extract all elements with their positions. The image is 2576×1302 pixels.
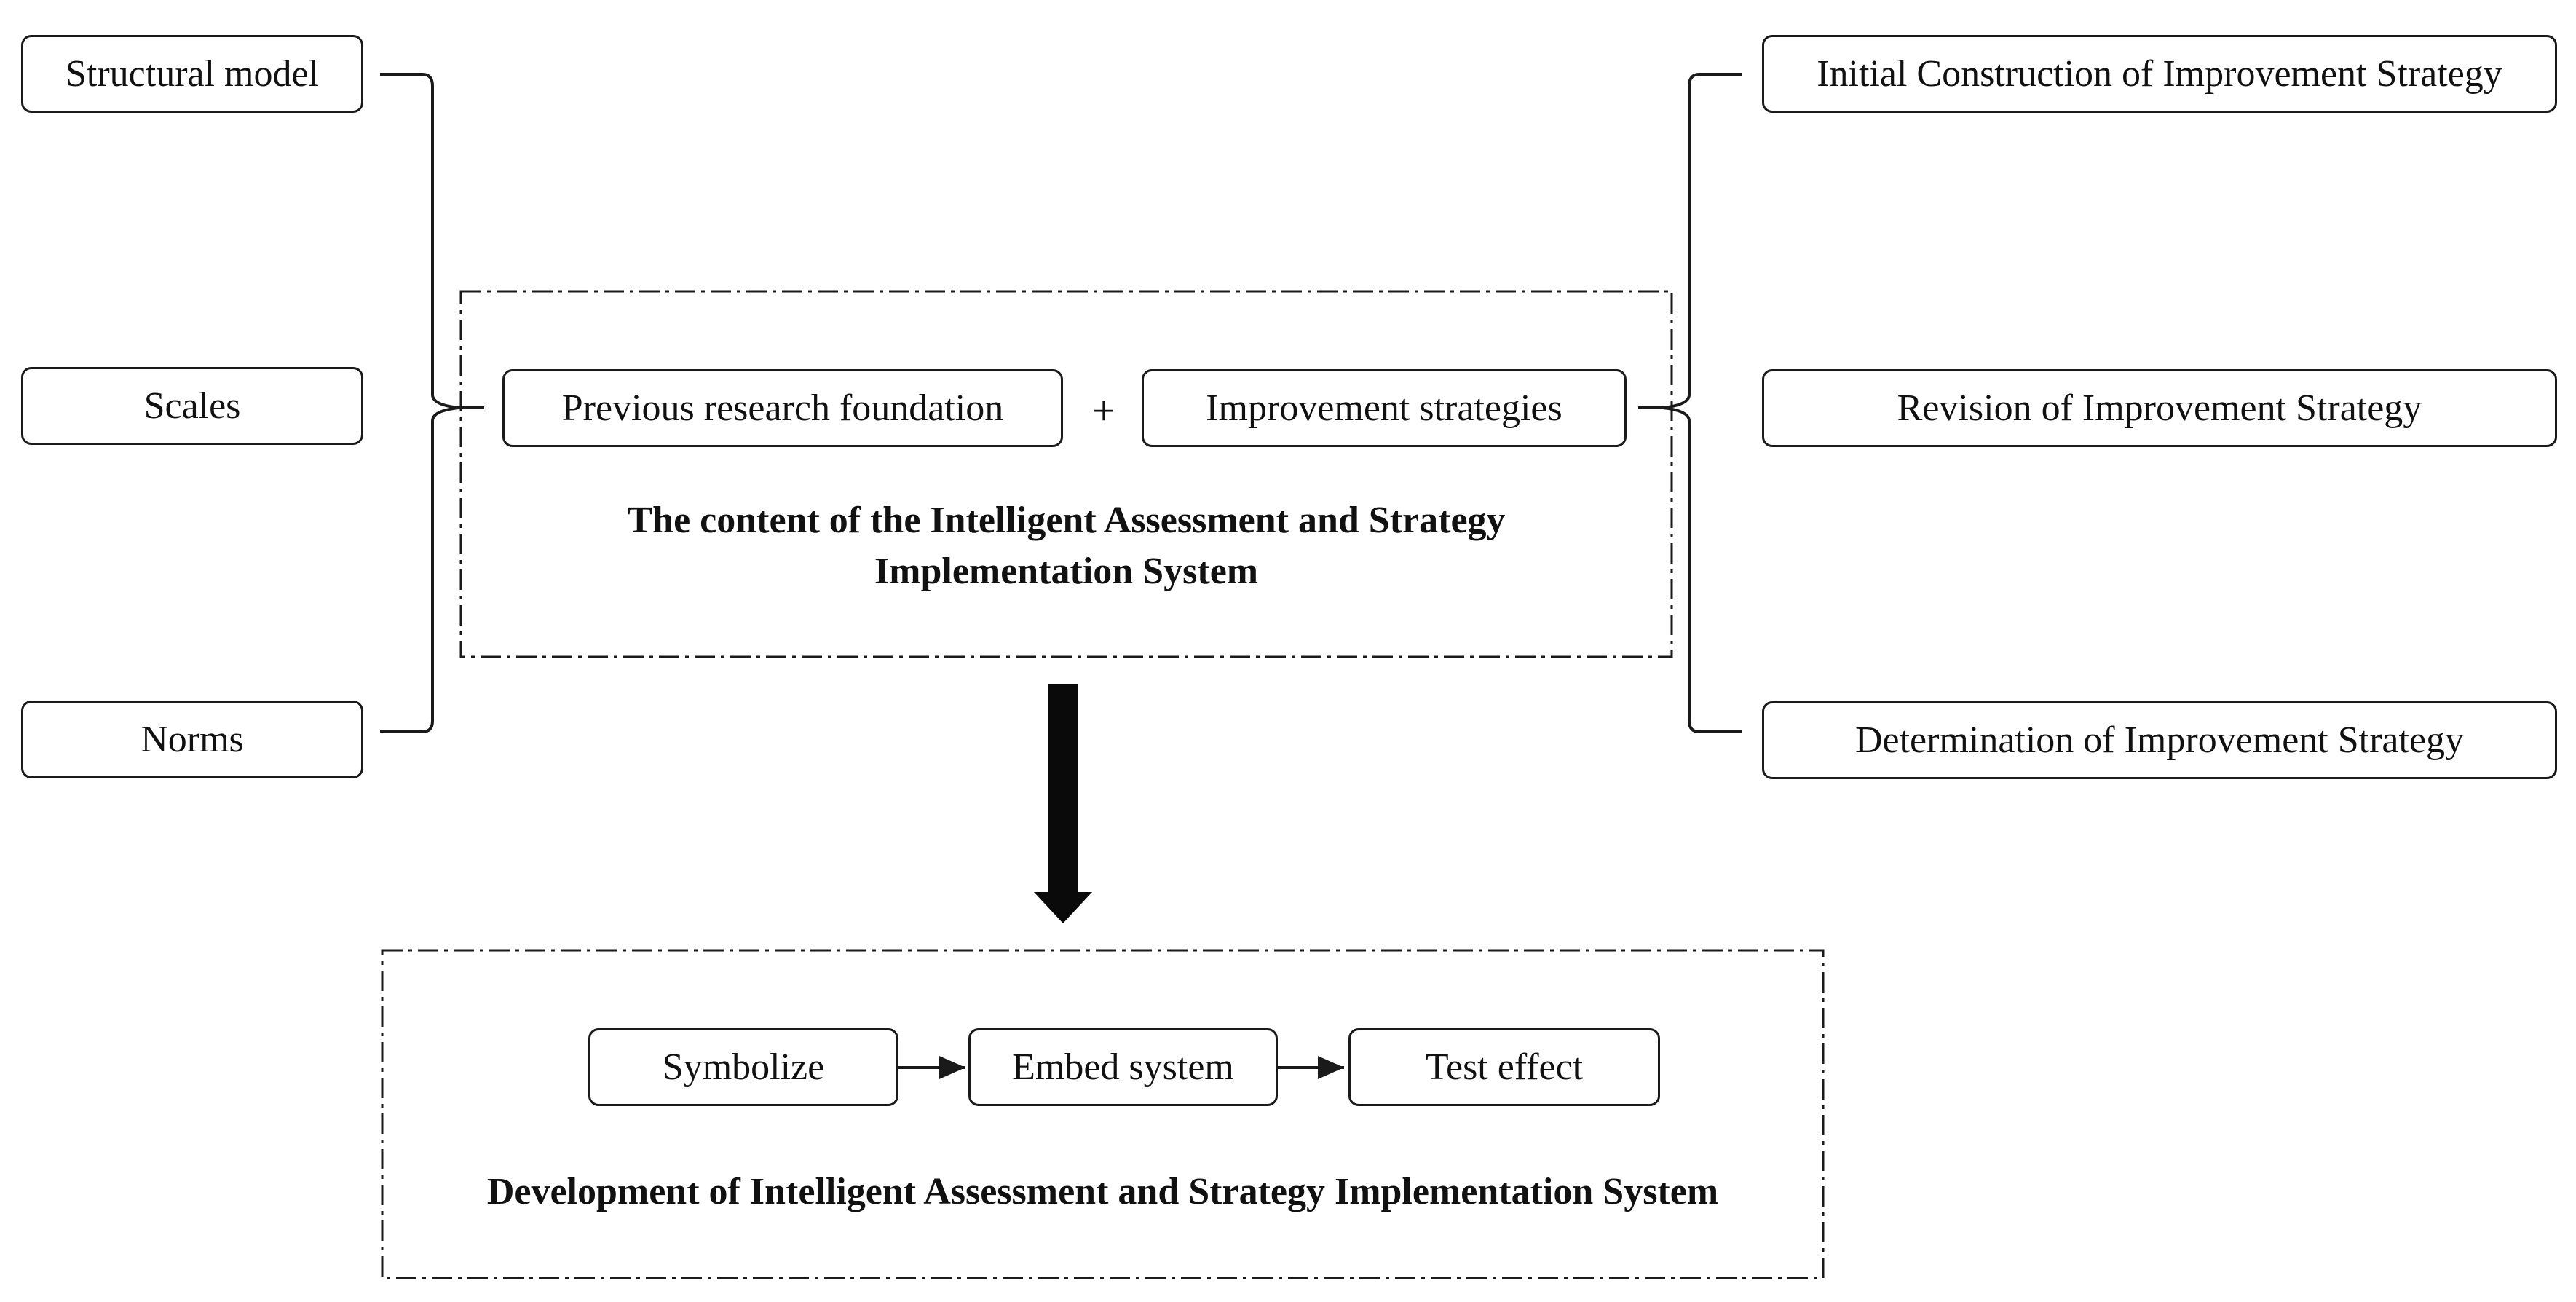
right-item-revision: Revision of Improvement Strategy: [1762, 369, 2557, 447]
left-item-norms: Norms: [21, 701, 363, 778]
bottom-group-frame: [381, 949, 1825, 1279]
previous-research-box: Previous research foundation: [502, 369, 1063, 447]
left-item-scales: Scales: [21, 367, 363, 445]
right-brace: [1638, 73, 1742, 733]
bottom-group-caption: Development of Intelligent Assessment an…: [486, 1171, 1719, 1212]
step-test-effect: Test effect: [1348, 1028, 1660, 1106]
plus-sign: +: [1092, 389, 1115, 434]
right-item-determination: Determination of Improvement Strategy: [1762, 701, 2557, 779]
down-arrow: [1034, 684, 1092, 923]
top-group-caption: The content of the Intelligent Assessmen…: [461, 495, 1672, 597]
left-brace: [380, 73, 484, 733]
step-symbolize: Symbolize: [588, 1028, 898, 1106]
top-group-frame: [459, 290, 1673, 658]
top-group-caption-line1: The content of the Intelligent Assessmen…: [627, 500, 1506, 541]
step-embed-system: Embed system: [968, 1028, 1278, 1106]
right-item-initial-construction: Initial Construction of Improvement Stra…: [1762, 35, 2557, 113]
top-group-caption-line2: Implementation System: [874, 551, 1259, 592]
improvement-strategies-box: Improvement strategies: [1142, 369, 1627, 447]
left-item-structural-model: Structural model: [21, 35, 363, 113]
